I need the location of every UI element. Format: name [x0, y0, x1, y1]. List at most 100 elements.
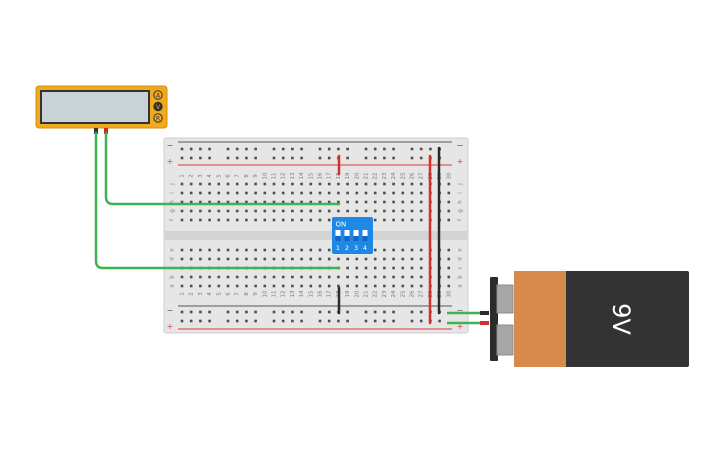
rail-hole[interactable] [318, 310, 322, 314]
terminal-hole[interactable] [263, 284, 267, 288]
rail-hole[interactable] [208, 310, 211, 314]
rail-hole[interactable] [392, 156, 395, 160]
terminal-hole[interactable] [327, 218, 331, 222]
terminal-hole[interactable] [226, 191, 230, 195]
terminal-hole[interactable] [180, 200, 184, 204]
terminal-hole[interactable] [447, 200, 451, 204]
terminal-hole[interactable] [245, 284, 248, 288]
terminal-hole[interactable] [300, 284, 303, 288]
terminal-hole[interactable] [309, 218, 313, 222]
terminal-hole[interactable] [401, 218, 405, 222]
terminal-hole[interactable] [383, 257, 386, 261]
terminal-hole[interactable] [245, 191, 248, 195]
terminal-hole[interactable] [272, 284, 276, 288]
terminal-hole[interactable] [392, 209, 395, 213]
terminal-hole[interactable] [419, 266, 423, 270]
terminal-hole[interactable] [291, 218, 294, 222]
terminal-hole[interactable] [355, 200, 359, 204]
terminal-hole[interactable] [447, 218, 451, 222]
rail-hole[interactable] [392, 147, 395, 151]
rail-hole[interactable] [300, 310, 303, 314]
terminal-hole[interactable] [364, 209, 368, 213]
rail-hole[interactable] [410, 156, 414, 160]
terminal-hole[interactable] [291, 182, 294, 186]
terminal-hole[interactable] [180, 182, 184, 186]
terminal-hole[interactable] [318, 182, 322, 186]
terminal-hole[interactable] [272, 218, 276, 222]
terminal-hole[interactable] [263, 209, 267, 213]
terminal-hole[interactable] [392, 275, 395, 279]
terminal-hole[interactable] [208, 182, 211, 186]
rail-hole[interactable] [235, 310, 239, 314]
terminal-hole[interactable] [419, 191, 423, 195]
terminal-hole[interactable] [337, 275, 340, 279]
terminal-hole[interactable] [300, 182, 303, 186]
terminal-hole[interactable] [291, 200, 294, 204]
terminal-hole[interactable] [419, 209, 423, 213]
terminal-hole[interactable] [263, 248, 267, 252]
rail-hole[interactable] [245, 310, 248, 314]
terminal-hole[interactable] [373, 200, 377, 204]
multimeter-mode-v[interactable]: V [153, 101, 163, 112]
multimeter-probe-black[interactable] [94, 128, 98, 134]
terminal-hole[interactable] [355, 284, 359, 288]
rail-hole[interactable] [373, 310, 377, 314]
terminal-hole[interactable] [373, 191, 377, 195]
rail-hole[interactable] [318, 147, 322, 151]
terminal-hole[interactable] [318, 257, 322, 261]
rail-hole[interactable] [392, 319, 395, 323]
rail-hole[interactable] [180, 147, 184, 151]
terminal-hole[interactable] [383, 182, 386, 186]
terminal-hole[interactable] [373, 182, 377, 186]
rail-hole[interactable] [291, 319, 294, 323]
rail-hole[interactable] [281, 156, 285, 160]
terminal-hole[interactable] [263, 257, 267, 261]
terminal-hole[interactable] [180, 257, 184, 261]
terminal-hole[interactable] [383, 275, 386, 279]
terminal-hole[interactable] [327, 257, 331, 261]
terminal-hole[interactable] [281, 209, 285, 213]
multimeter-mode-a[interactable]: A [153, 90, 163, 100]
terminal-hole[interactable] [245, 200, 248, 204]
breadboard[interactable]: − + − + − + − + 112233445566778899101011… [163, 137, 469, 334]
terminal-hole[interactable] [208, 284, 211, 288]
terminal-hole[interactable] [217, 218, 221, 222]
terminal-hole[interactable] [447, 209, 451, 213]
rail-hole[interactable] [438, 319, 441, 323]
terminal-hole[interactable] [199, 257, 202, 261]
terminal-hole[interactable] [235, 209, 239, 213]
terminal-hole[interactable] [401, 182, 405, 186]
terminal-hole[interactable] [373, 218, 377, 222]
terminal-hole[interactable] [346, 284, 349, 288]
rail-hole[interactable] [364, 310, 368, 314]
terminal-hole[interactable] [281, 275, 285, 279]
terminal-hole[interactable] [364, 200, 368, 204]
terminal-hole[interactable] [355, 209, 359, 213]
terminal-hole[interactable] [383, 284, 386, 288]
terminal-hole[interactable] [199, 275, 202, 279]
terminal-hole[interactable] [327, 182, 331, 186]
terminal-hole[interactable] [272, 275, 276, 279]
terminal-hole[interactable] [309, 200, 313, 204]
terminal-hole[interactable] [318, 284, 322, 288]
terminal-hole[interactable] [281, 182, 285, 186]
terminal-hole[interactable] [383, 266, 386, 270]
terminal-hole[interactable] [383, 191, 386, 195]
terminal-hole[interactable] [447, 248, 451, 252]
terminal-hole[interactable] [189, 209, 193, 213]
terminal-hole[interactable] [419, 284, 423, 288]
terminal-hole[interactable] [208, 218, 211, 222]
terminal-hole[interactable] [217, 200, 221, 204]
terminal-hole[interactable] [401, 266, 405, 270]
terminal-hole[interactable] [189, 182, 193, 186]
terminal-hole[interactable] [401, 284, 405, 288]
terminal-hole[interactable] [189, 257, 193, 261]
terminal-hole[interactable] [189, 284, 193, 288]
terminal-hole[interactable] [235, 200, 239, 204]
terminal-hole[interactable] [419, 257, 423, 261]
terminal-hole[interactable] [401, 209, 405, 213]
rail-hole[interactable] [383, 310, 386, 314]
rail-hole[interactable] [199, 319, 202, 323]
